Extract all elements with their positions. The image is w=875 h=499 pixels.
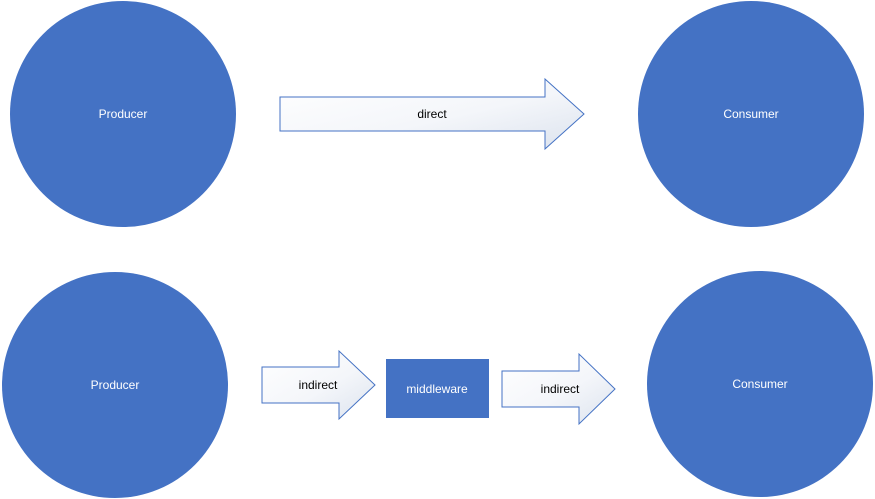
indirect-arrow-in-shape (261, 349, 376, 421)
indirect-producer-circle (2, 272, 228, 498)
direct-producer-label: Producer (99, 107, 148, 121)
direct-consumer-node: Consumer (638, 1, 864, 227)
indirect-arrow-out-shape (501, 352, 616, 426)
indirect-arrow-out-label: indirect (541, 382, 580, 396)
direct-consumer-label: Consumer (723, 107, 778, 121)
indirect-arrow-out: indirect (501, 352, 616, 426)
middleware-box (386, 359, 489, 418)
indirect-consumer-circle (647, 271, 873, 497)
indirect-producer-node: Producer (2, 272, 228, 498)
direct-producer-circle (10, 1, 236, 227)
indirect-consumer-label: Consumer (732, 377, 787, 391)
indirect-arrow-in-label: indirect (299, 378, 338, 392)
middleware-label: middleware (406, 382, 468, 396)
direct-arrow-label: direct (417, 107, 447, 121)
direct-consumer-circle (638, 1, 864, 227)
indirect-consumer-node: Consumer (647, 271, 873, 497)
indirect-arrow-in: indirect (261, 349, 376, 421)
direct-arrow: direct (279, 77, 585, 151)
middleware-node: middleware (386, 359, 489, 418)
direct-producer-node: Producer (10, 1, 236, 227)
indirect-producer-label: Producer (91, 378, 140, 392)
direct-arrow-shape (279, 77, 585, 151)
